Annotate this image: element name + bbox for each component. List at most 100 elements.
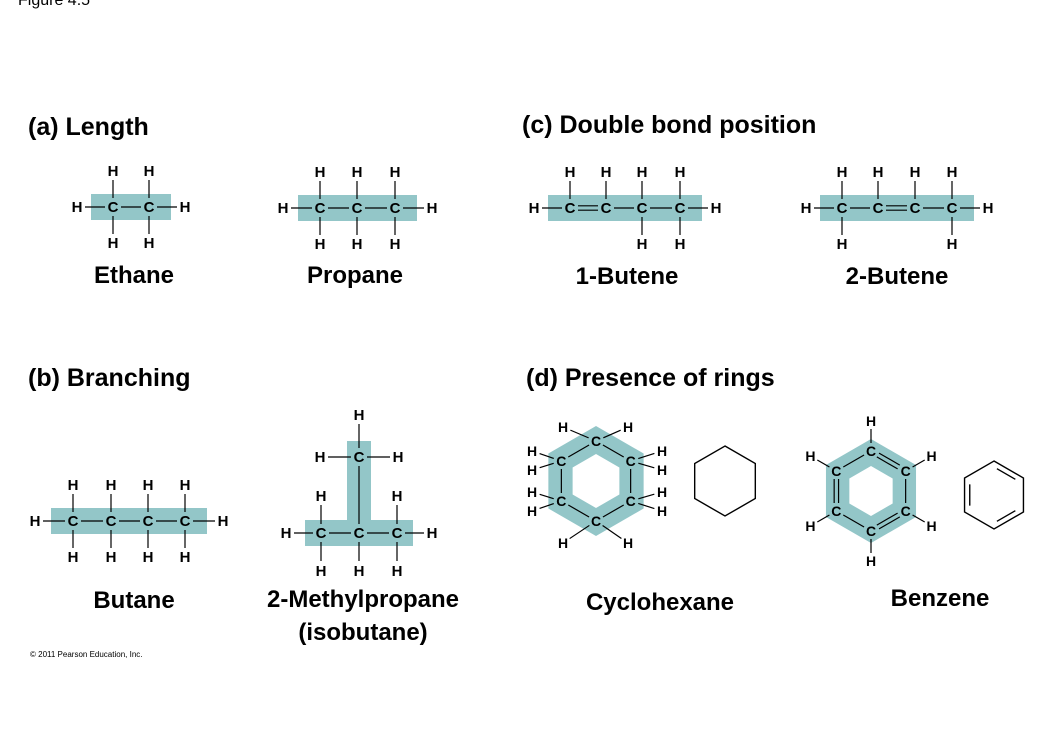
single-bond [602,525,622,539]
hydrogen-atom: H [983,200,994,217]
hydrogen-atom: H [623,419,633,435]
hydrogen-atom: H [527,443,537,459]
hydrogen-atom: H [108,235,119,252]
carbon-atom: C [637,200,648,217]
single-bond [539,462,554,469]
hydrogen-atom: H [657,462,667,478]
hydrogen-atom: H [218,513,229,530]
hydrogen-atom: H [947,236,958,253]
hydrogen-atom: H [801,200,812,217]
hydrogen-atom: H [927,518,937,534]
hydrogen-atom: H [316,563,327,580]
hydrogen-atom: H [637,164,648,181]
carbon-atom: C [106,513,117,530]
hydrogen-atom: H [837,236,848,253]
hydrogen-atom: H [623,535,633,551]
bonds [43,180,980,561]
hydrogen-atom: H [316,488,327,505]
hydrogen-atom: H [558,419,568,435]
section-label-branching: (b) Branching [28,364,191,392]
single-bond [567,504,590,518]
section-label-rings: (d) Presence of rings [526,364,775,392]
hydrogen-atom: H [180,477,191,494]
ring-highlight [548,426,644,536]
carbon-atom: C [837,200,848,217]
carbon-atom: C [315,200,326,217]
single-bond [638,462,655,469]
hydrogen-atom: H [144,235,155,252]
hydrogen-atom: H [392,563,403,580]
hydrogen-atom: H [947,164,958,181]
carbon-atom: C [354,525,365,542]
hydrogen-atom: H [390,164,401,181]
hydrogen-atom: H [675,236,686,253]
carbon-atom: C [910,200,921,217]
carbon-atom: C [392,525,403,542]
single-bond [638,493,655,500]
carbon-chain-highlight [298,195,417,221]
double-bond-line [876,512,898,526]
single-bond [638,452,655,460]
hydrogen-atom: H [910,164,921,181]
hydrogen-atom: H [180,199,191,216]
carbon-atom: C [866,443,876,459]
hydrogen-atom: H [657,503,667,519]
hydrogen-atom: H [637,236,648,253]
atoms: H H C H H C H H H H C H H C H H C H H H H C H C H C H H C H H H H C H H C H C H… [30,163,994,580]
hydrogen-atom: H [657,484,667,500]
single-bond [567,444,590,458]
molecule-name-butane: Butane [93,587,175,614]
hydrogen-atom: H [527,484,537,500]
section-label-double-bond: (c) Double bond position [522,111,817,139]
single-bond [602,504,625,518]
hydrogen-atom: H [68,477,79,494]
carbon-atom: C [556,493,566,509]
molecule-name-ethane: Ethane [93,262,175,289]
carbon-atom: C [626,453,636,469]
single-bond [570,429,589,439]
single-bond [539,503,554,509]
carbon-atom: C [108,199,119,216]
hydrogen-atom: H [393,449,404,466]
carbon-atom: C [901,463,911,479]
hydrogen-atom: H [601,164,612,181]
carbon-atom: C [68,513,79,530]
single-bond [569,524,590,540]
hydrogen-atom: H [711,200,722,217]
hydrogen-atom: H [315,236,326,253]
hydrogen-atom: H [657,443,667,459]
molecule-name-2-butene: 2-Butene [845,263,949,290]
ring-highlight [825,439,917,543]
hydrogen-atom: H [143,477,154,494]
carbon-skeleton-highlights [51,194,974,546]
carbon-atom: C [866,523,876,539]
hydrogen-atom: H [144,163,155,180]
cyclohexane-skeletal [693,445,757,517]
carbon-atom: C [831,503,841,519]
skeletal-formulas [693,445,1025,530]
single-bond [603,429,621,439]
molecule-name-cyclohexane: Cyclohexane [585,589,735,616]
carbon-atom: C [591,433,601,449]
carbon-atom: C [180,513,191,530]
molecule-name-benzene: Benzene [890,585,990,612]
hydrogen-atom: H [30,513,41,530]
figure-title: Figure 4.5 [18,0,91,9]
hydrogen-atom: H [106,549,117,566]
double-bond-line [876,456,898,470]
carbon-atom: C [591,513,601,529]
carbon-atom: C [947,200,958,217]
hydrogen-atom: H [315,449,326,466]
hydrogen-atom: H [805,448,815,464]
double-bond-line [878,452,901,466]
hydrogen-atom: H [68,549,79,566]
hydrogen-atom: H [837,164,848,181]
single-bond [602,444,625,458]
hydrogen-atom: H [427,200,438,217]
hydrogen-atom: H [927,448,937,464]
single-bond [638,502,655,510]
single-bond [912,514,925,523]
carbon-atom: C [831,463,841,479]
hydrogen-atom: H [866,553,876,569]
